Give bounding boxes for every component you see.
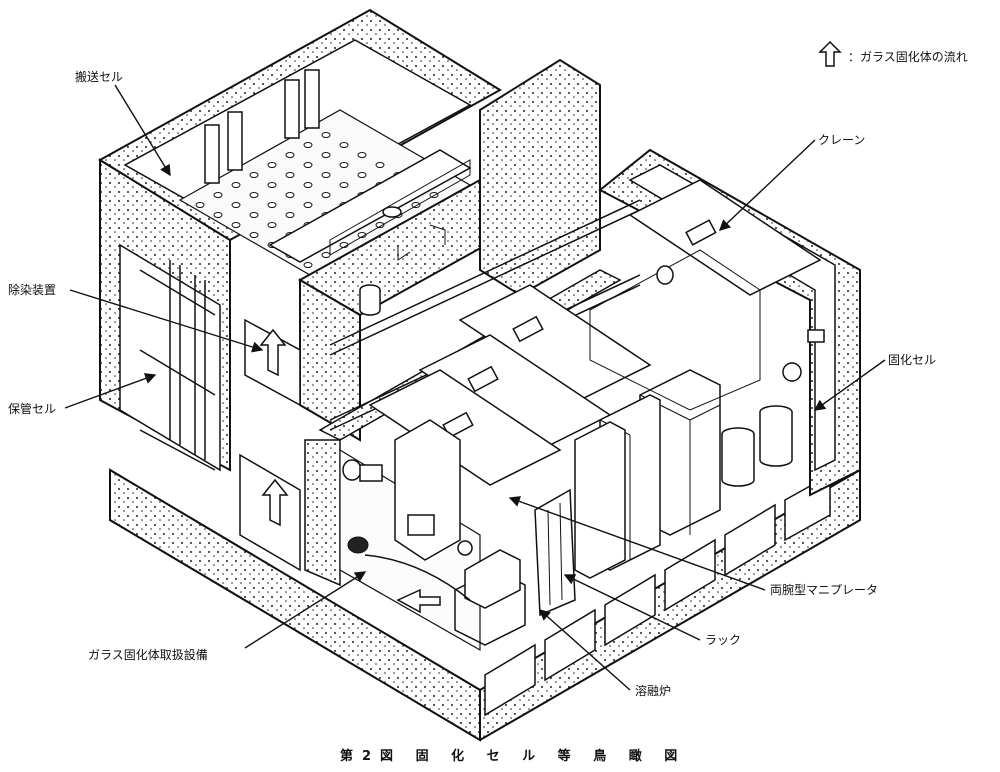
floor-hole [249, 212, 259, 218]
floor-hole [303, 262, 313, 268]
floor-hole [339, 142, 349, 148]
label-transport-cell: 搬送セル [75, 70, 124, 84]
storage-racks [139, 260, 216, 471]
floor-hole [231, 182, 241, 188]
floor-hole [357, 152, 367, 158]
leader-lines [64, 84, 886, 691]
floor-hole [267, 202, 277, 208]
label-crane: クレーン [818, 133, 866, 147]
floor-hole [285, 212, 295, 218]
floor-hole [285, 192, 295, 198]
floor-hole [375, 162, 385, 168]
floor-hole [357, 172, 367, 178]
legend-flow-arrow-icon [818, 40, 842, 67]
floor-hole [267, 222, 277, 228]
rack-frame [534, 488, 576, 617]
floor-hole [339, 182, 349, 188]
label-melter: 溶融炉 [635, 684, 672, 698]
flow-arrow-icon [261, 478, 289, 527]
floor-hole [339, 162, 349, 168]
central-wall [244, 58, 601, 442]
base-slab [109, 468, 861, 742]
floor-hole [249, 172, 259, 178]
floor-hole [195, 202, 205, 208]
base-openings [484, 473, 831, 717]
floor-hole [321, 252, 331, 258]
floor-hole [321, 132, 331, 138]
floor-hole [303, 162, 313, 168]
floor-hole [231, 202, 241, 208]
label-vitrification-cell: 固化セル [888, 353, 937, 367]
floor-hole [213, 192, 223, 198]
floor-hole [303, 202, 313, 208]
figure-caption: 第2図 固 化 セ ル 等 鳥 瞰 図 [340, 749, 687, 764]
floor-hole [285, 152, 295, 158]
floor-hole [321, 192, 331, 198]
floor-hole [375, 222, 385, 228]
label-manipulator: 両腕型マニプレータ [770, 583, 879, 597]
floor-hole [303, 182, 313, 188]
legend-text: ：ガラス固化体の流れ [848, 50, 968, 64]
floor-hole [285, 172, 295, 178]
floor-hole [213, 212, 223, 218]
floor-hole [267, 182, 277, 188]
floor-hole [249, 232, 259, 238]
crane-bridges [368, 179, 822, 486]
floor-hole [249, 192, 259, 198]
label-decontamination: 除染装置 [8, 283, 57, 297]
label-handling-equipment: ガラス固化体取扱設備 [88, 648, 208, 662]
floor-hole [411, 202, 421, 208]
floor-hole [267, 162, 277, 168]
floor-hole [231, 222, 241, 228]
floor-hole [321, 172, 331, 178]
floor-hole [303, 142, 313, 148]
label-rack: ラック [705, 633, 742, 647]
label-storage-cell: 保管セル [8, 402, 57, 416]
floor-hole [321, 152, 331, 158]
cell-equipment [342, 206, 825, 646]
transport-cell [178, 69, 472, 276]
